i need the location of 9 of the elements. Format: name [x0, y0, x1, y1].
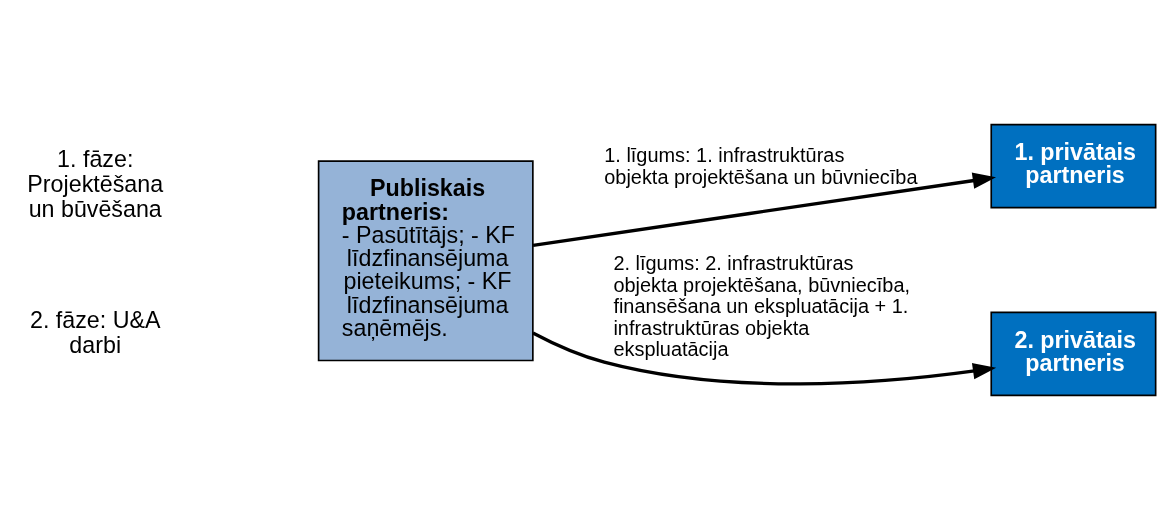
- edge-label: 2. līgums: 2. infrastruktūras objekta projektēšana, būvniecība, finansēšana un ekspluatācija + 1. infrastruktūras objekta ekspluatācija: [613, 252, 910, 361]
- label: 1. fāze: Projektēšana un būvēšana: [27, 146, 164, 223]
- node-box: 1. privātais partneris: [990, 123, 1157, 209]
- node-box: Publiskais partneris: - Pasūtītājs; - KF līdzfinansējuma pieteikums; - KF līdzfinansējuma saņēmējs.: [317, 160, 534, 362]
- edge-label: 1. līgums: 1. infrastruktūras objekta projektēšana un būvniecība: [604, 144, 918, 188]
- arrow: [532, 331, 997, 386]
- node-box: 2. privātais partneris: [990, 311, 1157, 397]
- label: 2. fāze: U&A darbi: [29, 306, 161, 358]
- arrow: [532, 172, 996, 247]
